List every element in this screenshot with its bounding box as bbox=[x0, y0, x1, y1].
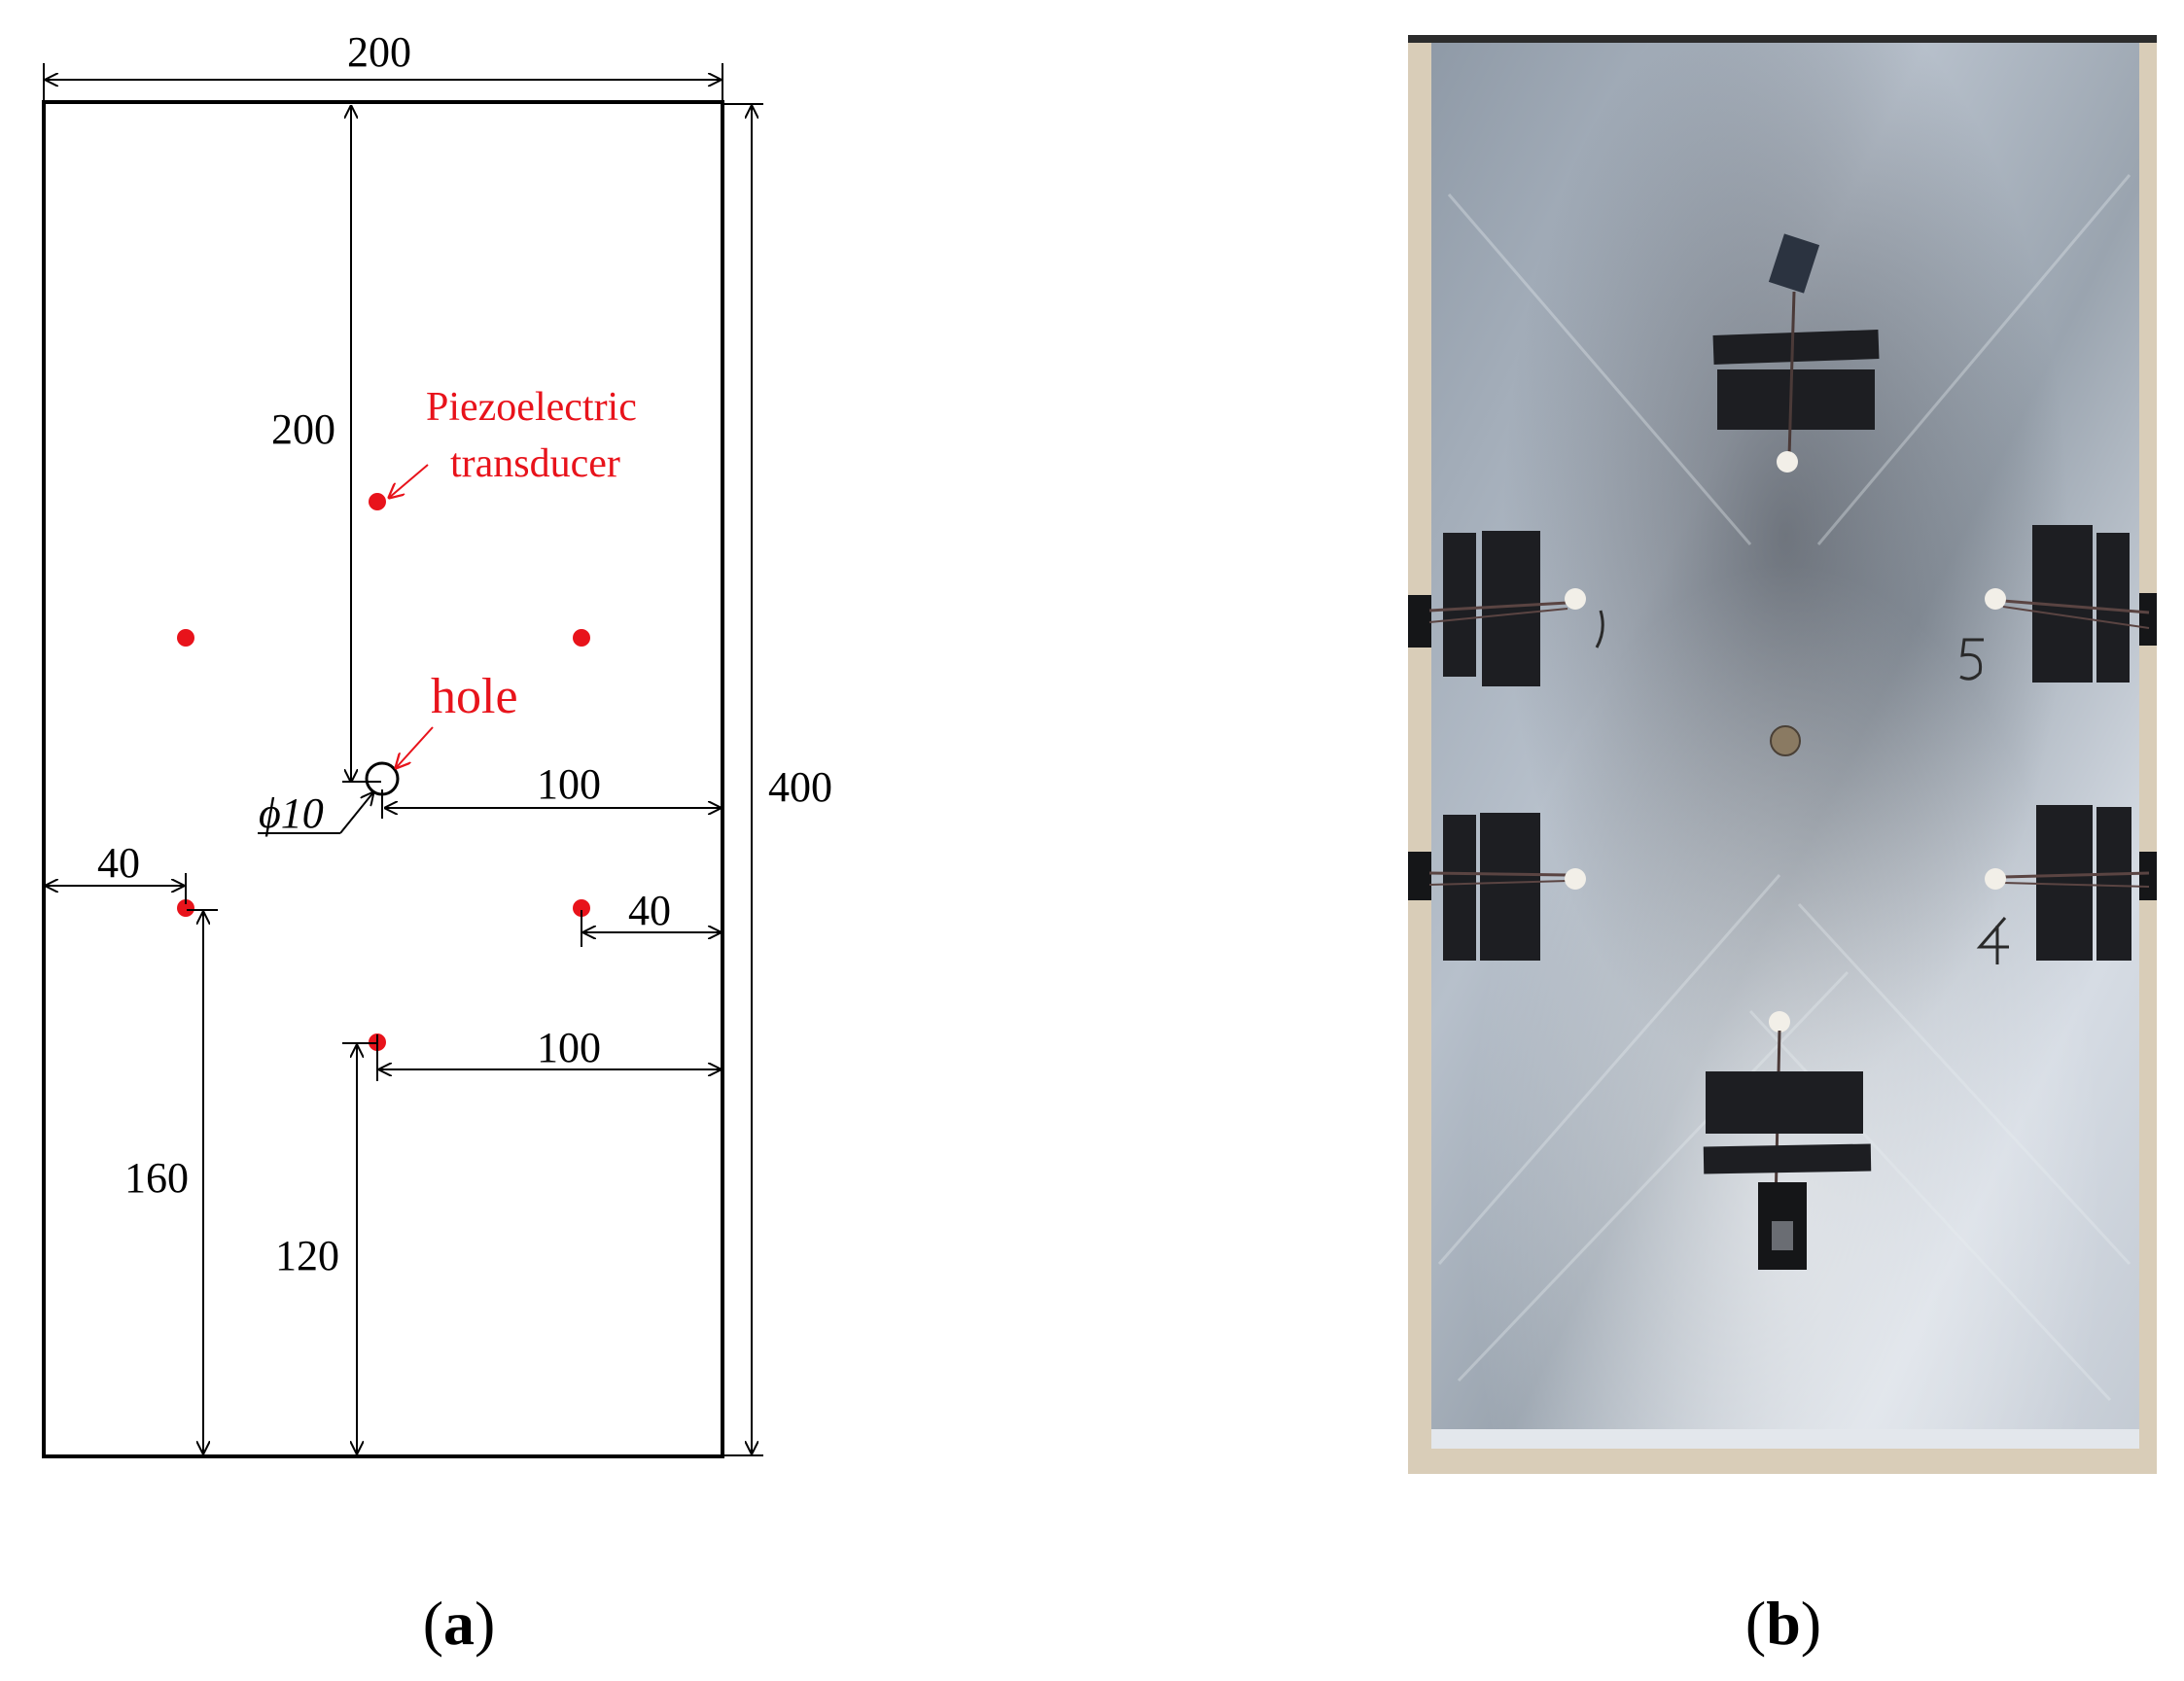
dim-label-height: 400 bbox=[768, 763, 832, 811]
plate-outline bbox=[42, 100, 724, 1458]
disc-ll bbox=[1565, 868, 1586, 890]
transducer-dot-upper-right bbox=[573, 629, 590, 647]
mark-ul bbox=[1595, 610, 1604, 648]
photo-transducer-upper-right bbox=[1959, 525, 2157, 683]
hole-pointer bbox=[396, 726, 434, 768]
disc-top bbox=[1777, 451, 1798, 473]
dim-label-left-offset: 40 bbox=[97, 839, 140, 887]
caption-a: (a) bbox=[423, 1589, 496, 1658]
caption-b-letter: b bbox=[1766, 1589, 1801, 1658]
disc-ul bbox=[1565, 588, 1586, 610]
dim-label-right-offset: 40 bbox=[628, 887, 671, 934]
dim-label-bottom-sensor-to-right: 100 bbox=[537, 1024, 601, 1071]
transducer-label-line2: transducer bbox=[450, 441, 620, 486]
caption-a-letter: a bbox=[443, 1589, 475, 1658]
clip-ul bbox=[1408, 595, 1431, 648]
connector-top bbox=[1768, 233, 1820, 294]
disc-ur bbox=[1985, 588, 2006, 610]
connector-bottom-slot bbox=[1772, 1221, 1793, 1250]
wire-ll-2 bbox=[1428, 880, 1568, 886]
clip-ll bbox=[1408, 852, 1431, 900]
tape-lr-2 bbox=[2096, 807, 2131, 961]
wire-lr-2 bbox=[2002, 882, 2150, 888]
tape-ll-1 bbox=[1443, 815, 1476, 961]
transducer-dot-top bbox=[369, 493, 386, 510]
disc-bottom bbox=[1769, 1011, 1790, 1033]
wire-ur bbox=[2002, 599, 2150, 614]
wire-lr bbox=[2002, 871, 2150, 879]
transducer-pointer bbox=[389, 464, 429, 498]
brushed-streaks bbox=[1437, 174, 2131, 1402]
wire-ul bbox=[1428, 601, 1568, 613]
dim-label-hole-diameter: ϕ10 bbox=[259, 789, 324, 837]
tape-bottom-2 bbox=[1703, 1143, 1872, 1174]
plate-bottom-rim bbox=[1431, 1429, 2139, 1449]
transducer-label-line1: Piezoelectric bbox=[426, 385, 637, 430]
photo-top-edge bbox=[1408, 35, 2157, 43]
photo-transducer-bottom bbox=[1703, 1011, 1872, 1270]
panel-a-schematic: 200 400 200 ϕ10 100 hole Piezoelectric t… bbox=[42, 28, 832, 1458]
clip-lr bbox=[2139, 852, 2157, 900]
tape-bottom-1 bbox=[1706, 1071, 1863, 1134]
transducer-dot-lower-left bbox=[177, 899, 194, 917]
hole-label: hole bbox=[431, 669, 518, 724]
photo-transducer-top bbox=[1712, 233, 1880, 473]
wire-ur-2 bbox=[2002, 606, 2150, 629]
dim-label-top-to-hole: 200 bbox=[271, 405, 335, 453]
wire-ll bbox=[1428, 871, 1568, 877]
panel-b-photo bbox=[1408, 35, 2157, 1474]
mark-lr bbox=[1976, 917, 2009, 964]
dim-label-bottom-sensor-height: 120 bbox=[275, 1232, 339, 1279]
dim-label-left-sensor-height: 160 bbox=[124, 1154, 189, 1202]
caption-b: (b) bbox=[1745, 1589, 1821, 1658]
tape-top-1 bbox=[1712, 330, 1880, 365]
tape-ll-2 bbox=[1480, 813, 1540, 961]
wire-top bbox=[1787, 291, 1796, 458]
clip-ur bbox=[2139, 593, 2157, 646]
mark-ur bbox=[1959, 638, 1984, 681]
tape-ul-2 bbox=[1482, 531, 1540, 686]
disc-lr bbox=[1985, 868, 2006, 890]
photo-transducer-upper-left bbox=[1408, 531, 1604, 686]
leader-hole-diameter-diag bbox=[339, 792, 373, 834]
transducer-dot-upper-left bbox=[177, 629, 194, 647]
dim-label-width: 200 bbox=[347, 28, 411, 76]
photo-transducer-lower-left bbox=[1408, 813, 1586, 961]
photo-hole bbox=[1770, 725, 1801, 756]
dim-label-hole-to-right: 100 bbox=[537, 760, 601, 808]
tape-top-2 bbox=[1717, 369, 1875, 430]
photo-transducer-lower-right bbox=[1976, 805, 2157, 964]
wire-ul-2 bbox=[1428, 608, 1568, 623]
tape-ul-1 bbox=[1443, 533, 1476, 677]
transducer-dot-lower-right bbox=[573, 899, 590, 917]
tape-lr-1 bbox=[2036, 805, 2093, 961]
